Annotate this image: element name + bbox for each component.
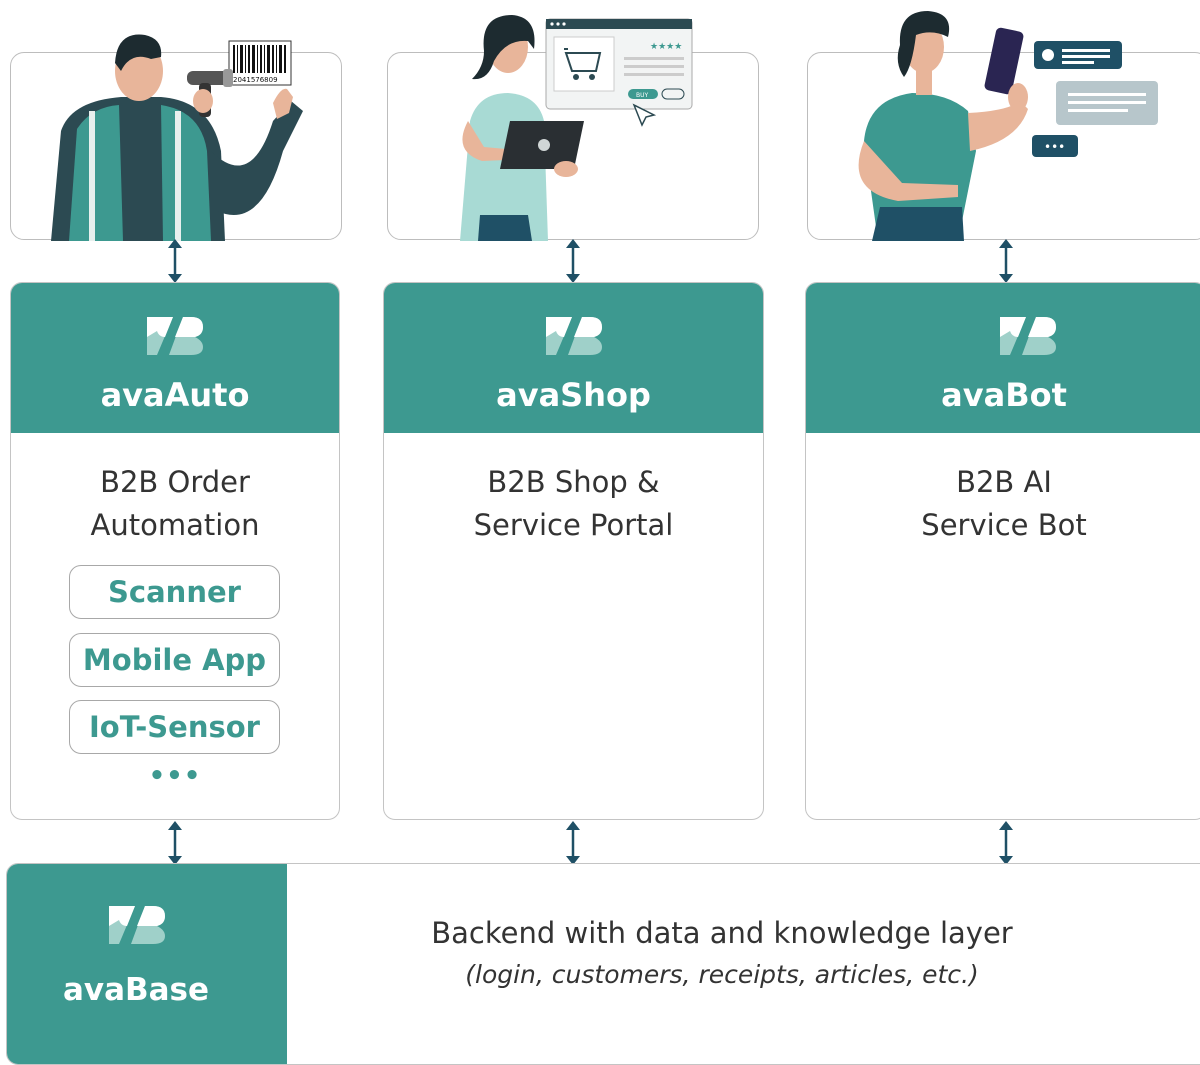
rating-stars: ★★★★ bbox=[650, 42, 682, 52]
woman-smartphone-illustration: ••• bbox=[858, 11, 1158, 241]
product-description: B2B Order Automation bbox=[11, 461, 339, 547]
backend-panel: avaBase Backend with data and knowledge … bbox=[6, 863, 1200, 1065]
backend-name: avaBase bbox=[62, 972, 210, 1008]
channel-iot-sensor: IoT-Sensor bbox=[69, 700, 280, 754]
illustration-panel-bot: ••• bbox=[807, 11, 1200, 241]
description-line: Service Bot bbox=[921, 508, 1087, 542]
description-line: B2B Shop & bbox=[487, 465, 660, 499]
description-line: B2B AI bbox=[956, 465, 1052, 499]
buy-button-label: BUY bbox=[636, 92, 649, 99]
product-name: avaAuto bbox=[100, 376, 250, 414]
illustration-panel-scanner: 2041576809 bbox=[10, 34, 342, 241]
backend-title: Backend with data and knowledge layer bbox=[431, 916, 1013, 950]
product-description: B2B Shop & Service Portal bbox=[384, 461, 763, 547]
product-name: avaShop bbox=[496, 376, 651, 414]
illustration-panel-shop: ★★★★ BUY bbox=[387, 15, 759, 241]
column-avashop: avaShop B2B Shop & Service Portal bbox=[383, 282, 764, 820]
double-arrow-icon bbox=[168, 239, 182, 283]
double-arrow-icon bbox=[566, 239, 580, 283]
more-channels-ellipsis: ••• bbox=[148, 761, 202, 791]
product-name: avaBot bbox=[941, 376, 1067, 414]
column-header: avaShop bbox=[384, 283, 763, 433]
description-line: B2B Order bbox=[100, 465, 250, 499]
ava-logo-icon bbox=[147, 317, 203, 355]
description-line: Automation bbox=[90, 508, 260, 542]
channel-mobile-app: Mobile App bbox=[69, 633, 280, 687]
column-header: avaBot bbox=[806, 283, 1200, 433]
ava-logo-icon bbox=[545, 317, 602, 355]
channel-scanner: Scanner bbox=[69, 565, 280, 619]
ava-logo-icon bbox=[1000, 317, 1056, 355]
column-avaauto: avaAuto B2B Order Automation Scanner Mob… bbox=[10, 282, 340, 820]
woman-laptop-illustration: ★★★★ BUY bbox=[460, 15, 693, 241]
backend-subtitle: (login, customers, receipts, articles, e… bbox=[465, 960, 979, 989]
ava-logo-icon bbox=[109, 906, 165, 944]
barcode-number: 2041576809 bbox=[233, 76, 278, 84]
double-arrow-icon bbox=[999, 821, 1013, 865]
column-header: avaAuto bbox=[11, 283, 339, 433]
product-description: B2B AI Service Bot bbox=[806, 461, 1200, 547]
avabase-tile: avaBase bbox=[7, 864, 287, 1064]
description-line: Service Portal bbox=[473, 508, 674, 542]
double-arrow-icon bbox=[566, 821, 580, 865]
column-avabot: avaBot B2B AI Service Bot bbox=[805, 282, 1200, 820]
warehouse-worker-illustration: 2041576809 bbox=[51, 34, 303, 241]
double-arrow-icon bbox=[999, 239, 1013, 283]
typing-indicator: ••• bbox=[1044, 140, 1065, 154]
double-arrow-icon bbox=[168, 821, 182, 865]
